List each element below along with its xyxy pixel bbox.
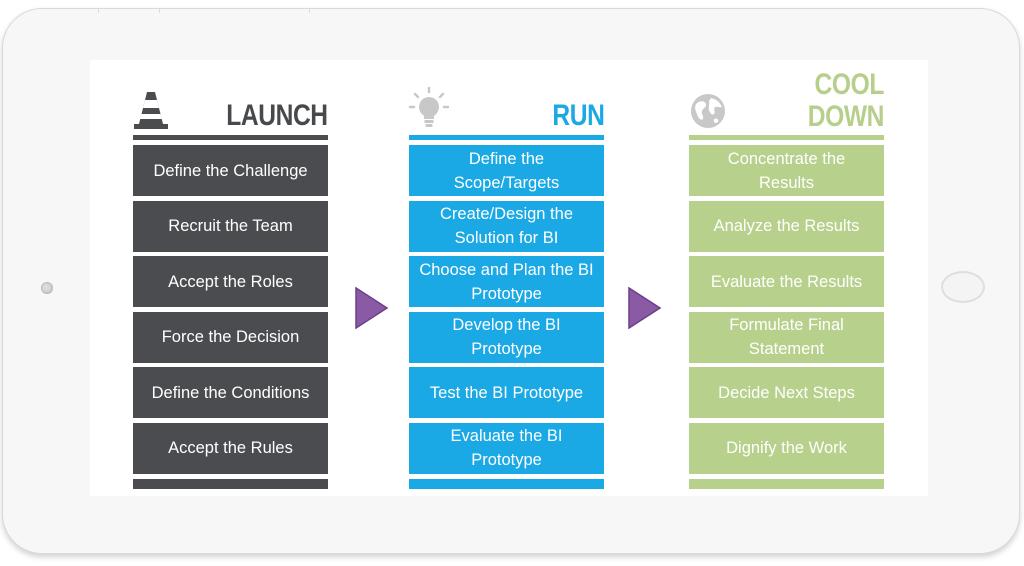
run-step-3: Choose and Plan the BI Prototype (409, 256, 604, 308)
run-header: RUN (408, 60, 604, 135)
run-step-1: Define the Scope/Targets (409, 145, 604, 196)
run-column: RUN Define the Scope/Targets Create/Desi… (408, 60, 604, 489)
run-step-1-label: Define the Scope/Targets (453, 149, 560, 192)
cooldown-step-4-label: Formulate Final Statement (729, 316, 844, 359)
tablet-top-edge (98, 9, 310, 13)
cooldown-underline (689, 135, 884, 140)
cooldown-title: COOL DOWN (807, 68, 885, 133)
launch-title: LAUNCH (226, 99, 329, 132)
cooldown-title-line1: COOL (814, 68, 885, 101)
launch-step-4: Force the Decision (133, 311, 328, 363)
run-title: RUN (551, 99, 604, 132)
run-step-3-label: Choose and Plan the BI Prototype (419, 260, 594, 303)
tablet-screen: LAUNCH Define the Challenge Recruit the … (90, 60, 928, 496)
globe-icon (689, 92, 727, 135)
run-step-4-label: Develop the BI Prototype (452, 316, 561, 359)
launch-step-5: Define the Conditions (133, 367, 328, 419)
cooldown-column-tail (689, 478, 884, 489)
cooldown-title-line2: DOWN (807, 100, 885, 133)
launch-column: LAUNCH Define the Challenge Recruit the … (133, 60, 328, 489)
launch-step-1: Define the Challenge (133, 145, 328, 196)
camera-icon (41, 282, 53, 294)
cooldown-step-5: Decide Next Steps (689, 367, 884, 419)
run-step-2-label: Create/Design the Solution for BI (440, 205, 573, 248)
cooldown-step-6: Dignify the Work (689, 422, 884, 474)
run-step-2: Create/Design the Solution for BI (409, 200, 604, 252)
cooldown-step-4: Formulate Final Statement (689, 311, 884, 363)
cooldown-step-2: Analyze the Results (689, 200, 884, 252)
run-to-cooldown-arrow-icon (627, 286, 663, 335)
launch-step-2: Recruit the Team (133, 200, 328, 252)
run-step-5: Test the BI Prototype (409, 367, 604, 419)
launch-underline (133, 135, 328, 140)
cooldown-step-1-label: Concentrate the Results (727, 149, 846, 192)
run-step-6: Evaluate the BI Prototype (409, 422, 604, 474)
run-underline (409, 135, 604, 140)
launch-column-tail (133, 478, 328, 489)
run-step-4: Develop the BI Prototype (409, 311, 604, 363)
launch-step-3: Accept the Roles (133, 256, 328, 308)
launch-header: LAUNCH (133, 60, 328, 135)
traffic-cone-icon (133, 88, 169, 137)
run-step-6-label: Evaluate the BI Prototype (450, 427, 563, 470)
cooldown-step-3: Evaluate the Results (689, 256, 884, 308)
cooldown-header: COOL DOWN (689, 60, 884, 135)
run-column-tail (409, 478, 604, 489)
launch-to-run-arrow-icon (354, 286, 390, 335)
cooldown-step-1: Concentrate the Results (689, 145, 884, 196)
cooldown-column: COOL DOWN Concentrate the Results Analyz… (689, 60, 884, 489)
home-button[interactable] (941, 271, 985, 303)
launch-step-6: Accept the Rules (133, 422, 328, 474)
lightbulb-icon (408, 86, 450, 135)
